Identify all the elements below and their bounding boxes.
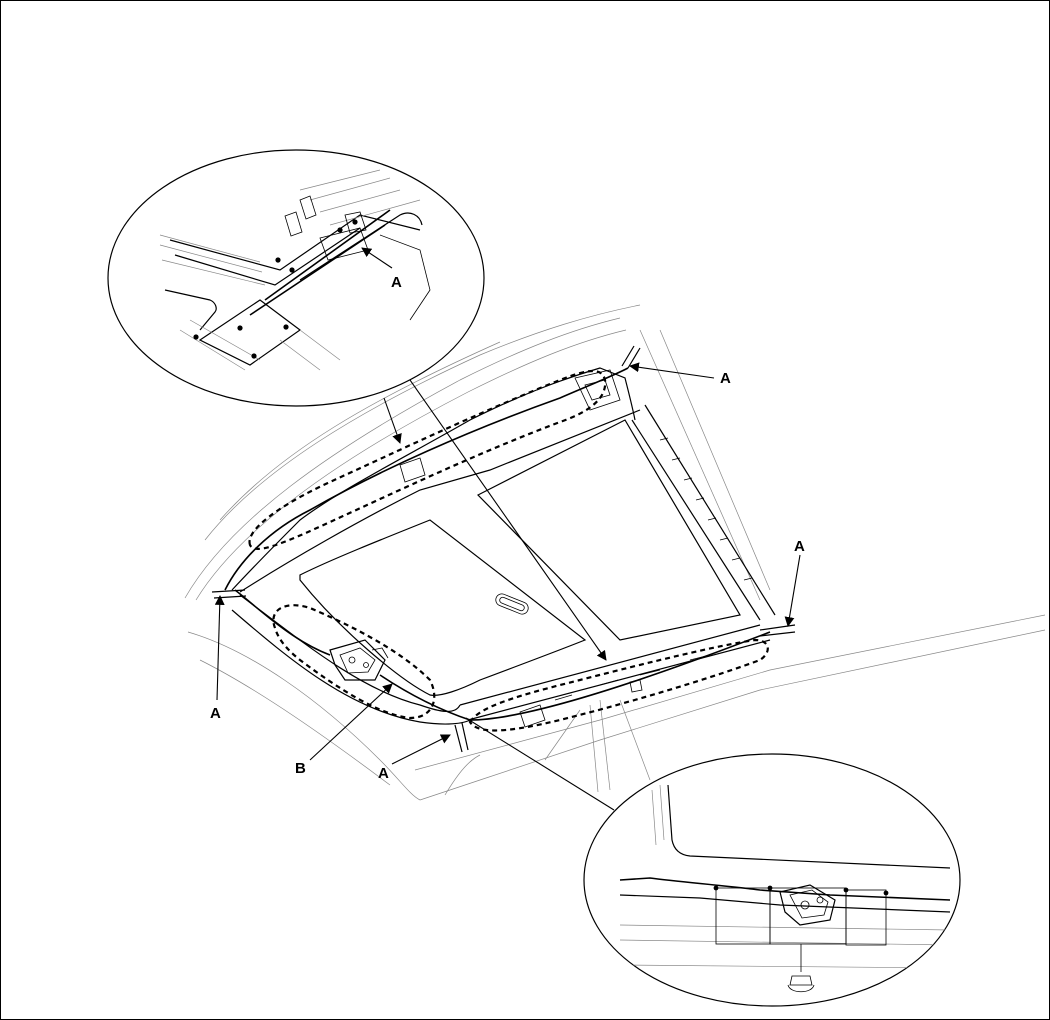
label-a-detail-top: A: [391, 274, 402, 291]
motor-module-b: [329, 639, 389, 681]
label-a-bottom: A: [378, 765, 389, 782]
harness-routing-outlines: [248, 369, 769, 732]
label-a-top-right: A: [720, 370, 731, 387]
roof-body: [184, 304, 1046, 801]
label-a-left: A: [210, 705, 221, 722]
detail-circle-bottom: [583, 753, 961, 1007]
label-b: B: [295, 760, 306, 777]
detail-circle-top: A: [107, 149, 485, 407]
label-a-right: A: [794, 538, 805, 555]
